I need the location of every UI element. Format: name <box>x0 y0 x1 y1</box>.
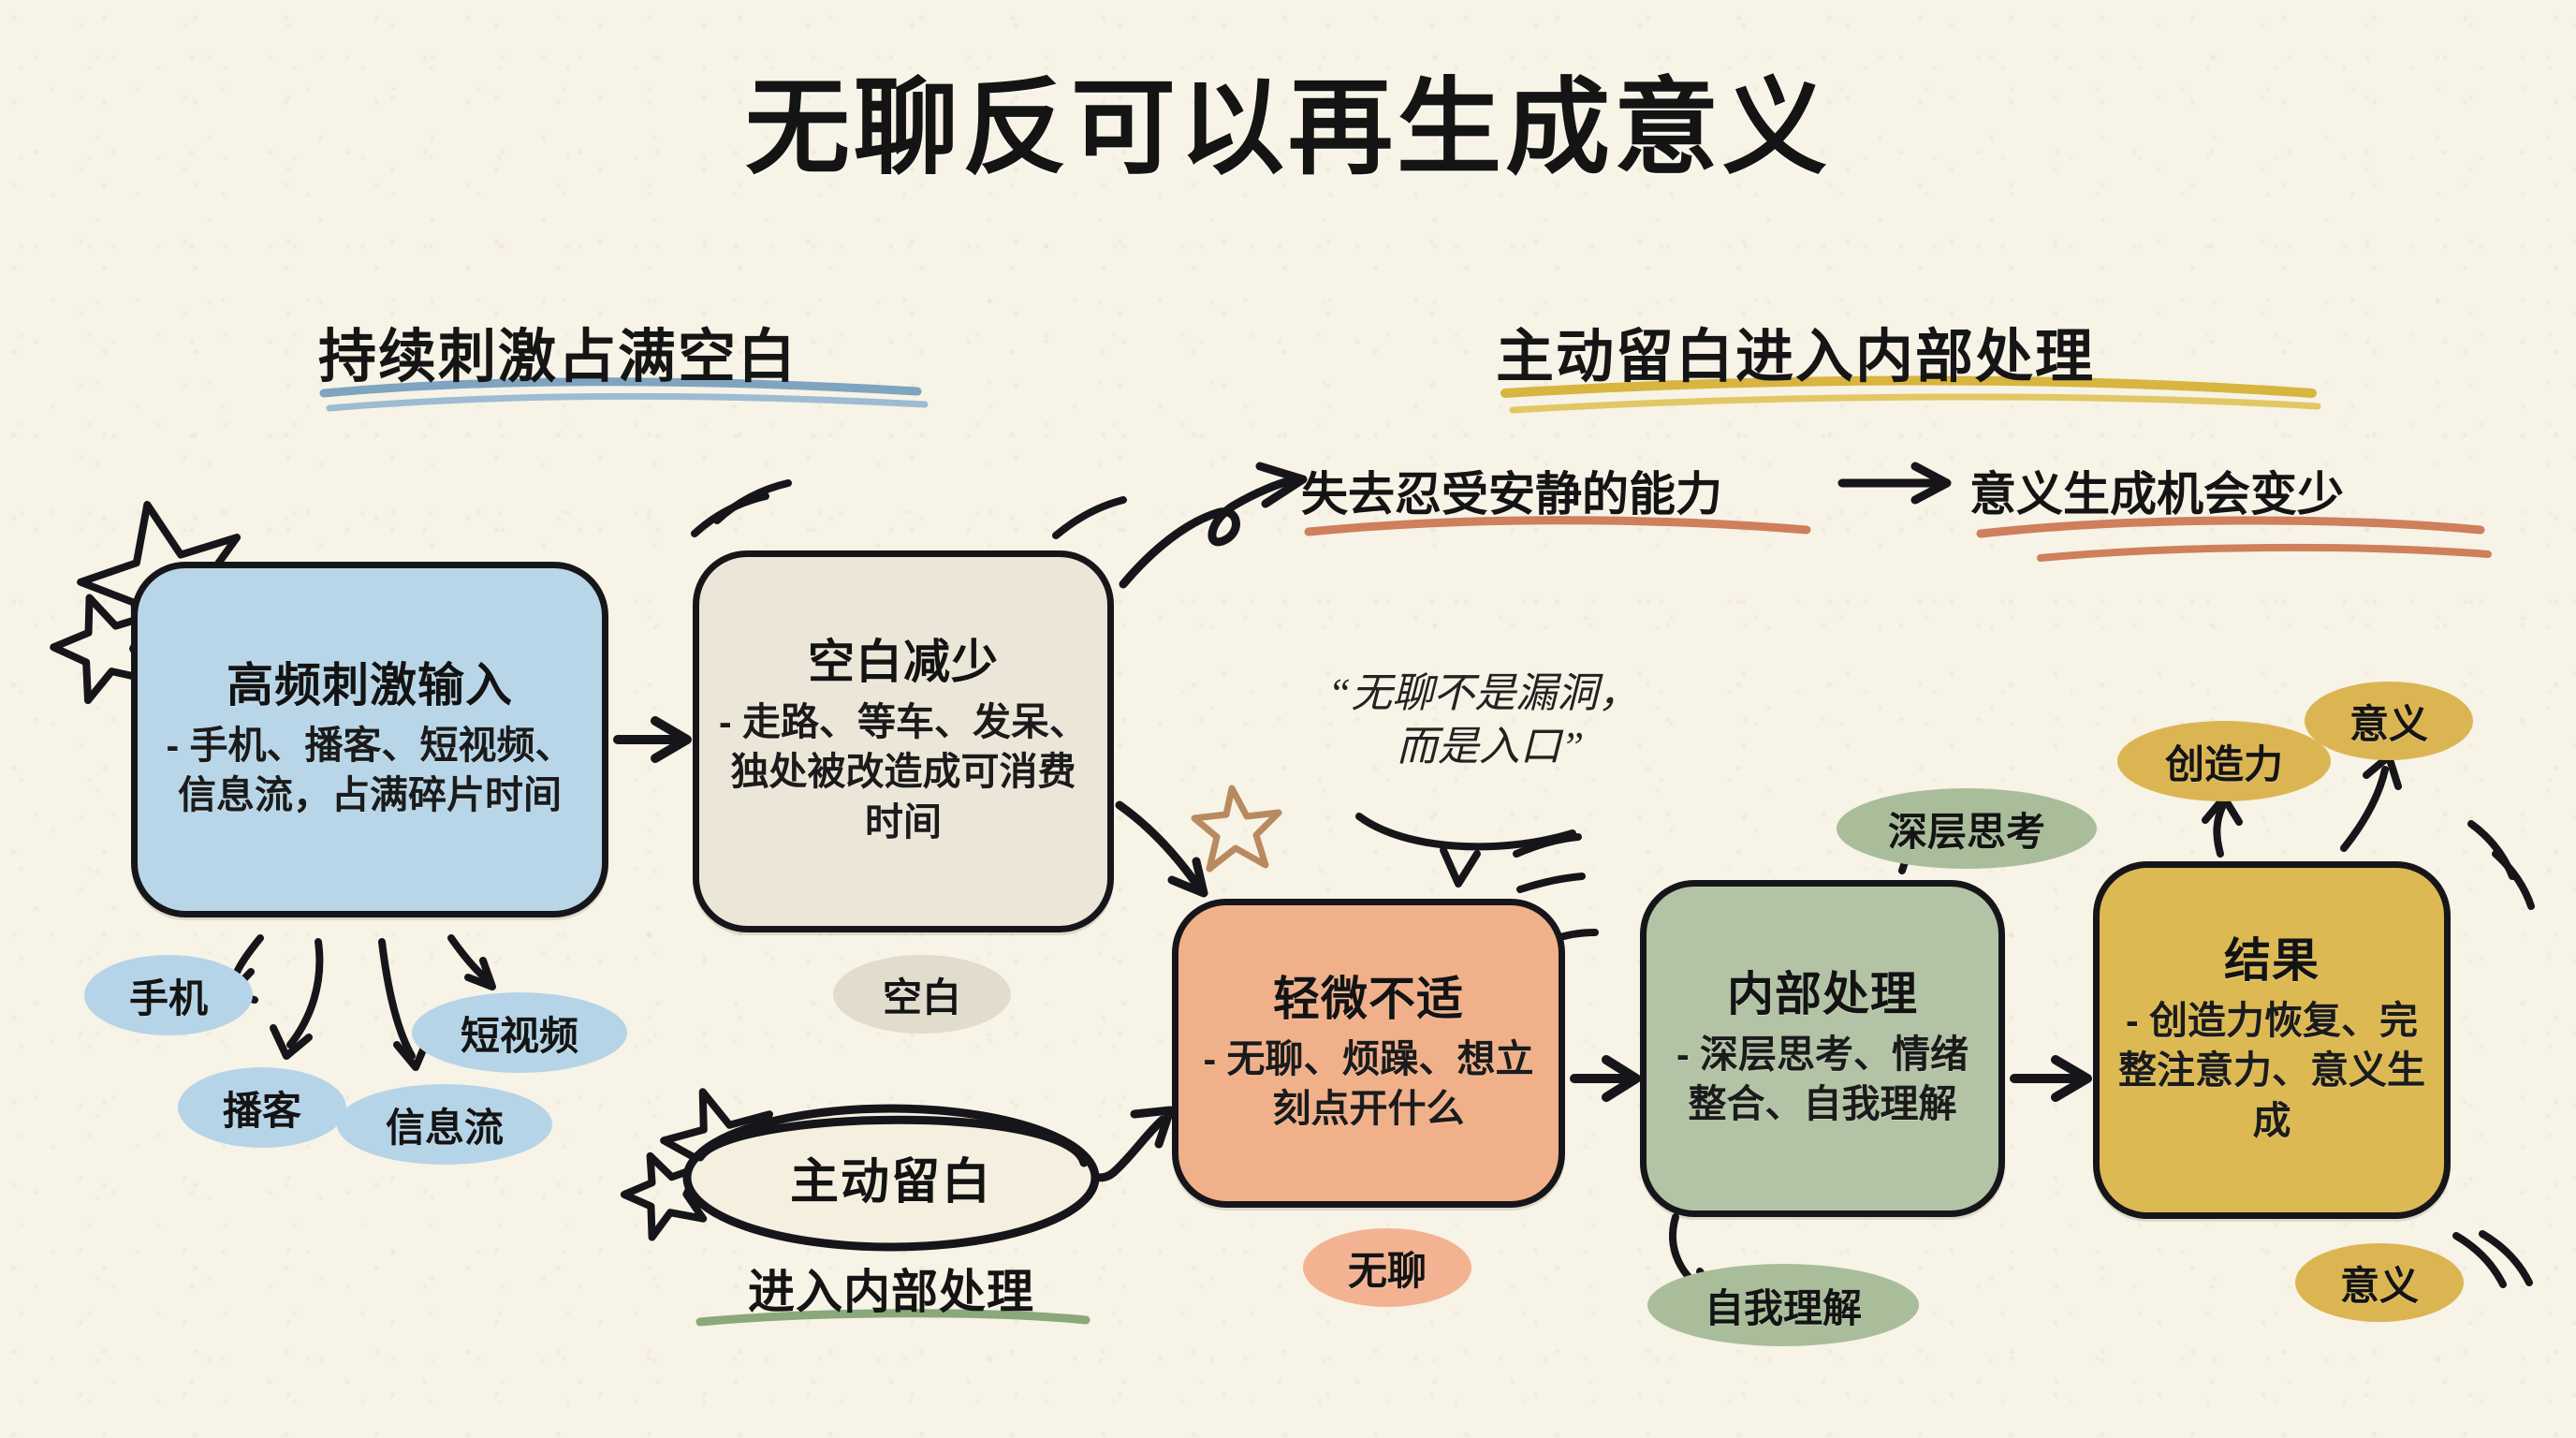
flow-box-title: 高频刺激输入 <box>227 658 513 712</box>
flow-box-title: 内部处理 <box>1727 967 1918 1020</box>
pill-feed[interactable]: 信息流 <box>337 1084 552 1165</box>
left-header-underline-2 <box>326 392 929 412</box>
flow-box-body: - 深层思考、情绪整合、自我理解 <box>1676 1032 1969 1125</box>
arrow-result-to-chuangzaoli <box>2213 803 2226 858</box>
flow-box-title: 结果 <box>2224 934 2320 988</box>
quote-line-2: 而是入口” <box>1396 724 1585 770</box>
flow-box-high-frequency-input[interactable]: 高频刺激输入 - 手机、播客、短视频、信息流，占满碎片时间 <box>131 562 608 917</box>
quote-tail-point <box>1440 846 1481 888</box>
active-blank-label[interactable]: 主动留白 <box>789 1154 992 1210</box>
pill-meaning-top[interactable]: 意义 <box>2305 682 2473 760</box>
pill-phone[interactable]: 手机 <box>84 955 253 1035</box>
section-header-right: 主动留白进入内部处理 <box>1496 325 2096 389</box>
flow-box-internal-processing[interactable]: 内部处理 - 深层思考、情绪整合、自我理解 <box>1640 880 2005 1217</box>
arrow-blank-to-discomfort <box>1115 800 1201 888</box>
quote-line-1: “无聊不是漏洞， <box>1327 670 1640 716</box>
pill-short-video[interactable]: 短视频 <box>412 992 627 1073</box>
pill-self-understanding[interactable]: 自我理解 <box>1647 1264 1919 1346</box>
flow-box-body: - 无聊、烦躁、想立刻点开什么 <box>1203 1036 1534 1130</box>
flow-box-body: - 创造力恢复、完整注意力、意义生成 <box>2118 999 2425 1142</box>
flow-box-result[interactable]: 结果 - 创造力恢复、完整注意力、意义生成 <box>2093 861 2451 1219</box>
star-decoration-discomfort <box>1191 785 1282 873</box>
pill-blank[interactable]: 空白 <box>833 955 1011 1034</box>
arrow-activeblank-to-discomfort-head <box>1130 1106 1175 1149</box>
arrow-blank-to-consequence-head <box>1255 462 1308 508</box>
pill-deep-thinking[interactable]: 深层思考 <box>1837 788 2097 869</box>
arrow-result-to-yiyi-head <box>2363 753 2402 790</box>
pill-boredom[interactable]: 无聊 <box>1303 1228 1471 1307</box>
consequence-second-phrase: 意义生成机会变少 <box>1969 468 2344 521</box>
consequence-first-phrase: 失去忍受安静的能力 <box>1301 468 1722 521</box>
consequence-middle-arrow-head <box>1910 462 1952 505</box>
arrow-blank-to-consequence <box>1119 475 1300 589</box>
page-title: 无聊反可以再生成意义 <box>745 69 1831 186</box>
flow-box-body: - 走路、等车、发呆、独处被改造成可消费时间 <box>718 700 1089 844</box>
quote-tail <box>1355 813 1576 851</box>
flow-box-mild-discomfort[interactable]: 轻微不适 - 无聊、烦躁、想立刻点开什么 <box>1172 899 1565 1208</box>
flow-box-title: 轻微不适 <box>1273 972 1464 1025</box>
arrow-blank-to-discomfort-head <box>1167 857 1208 898</box>
right-header-underline-2 <box>1509 393 2321 414</box>
pill-meaning-bottom[interactable]: 意义 <box>2295 1243 2464 1322</box>
flow-box-body: - 手机、播客、短视频、信息流，占满碎片时间 <box>166 723 574 816</box>
arrow-input-to-blank-head <box>651 716 692 763</box>
flow-box-blank-reduced[interactable]: 空白减少 - 走路、等车、发呆、独处被改造成可消费时间 <box>693 550 1114 932</box>
arrow-inner-to-result-head <box>2051 1055 2092 1102</box>
active-blank-subtitle: 进入内部处理 <box>748 1266 1034 1318</box>
arrow-result-to-yiyi <box>2340 766 2389 852</box>
arrow-discomfort-to-inner-head <box>1602 1055 1641 1102</box>
flow-box-title: 空白减少 <box>808 636 999 689</box>
pill-creativity[interactable]: 创造力 <box>2117 721 2331 801</box>
consequence-b-underline-2 <box>2037 543 2492 562</box>
section-header-left: 持续刺激占满空白 <box>318 325 798 389</box>
pill-podcast[interactable]: 播客 <box>178 1067 346 1148</box>
pull-quote: “无聊不是漏洞， 而是入口” <box>1310 667 1657 773</box>
